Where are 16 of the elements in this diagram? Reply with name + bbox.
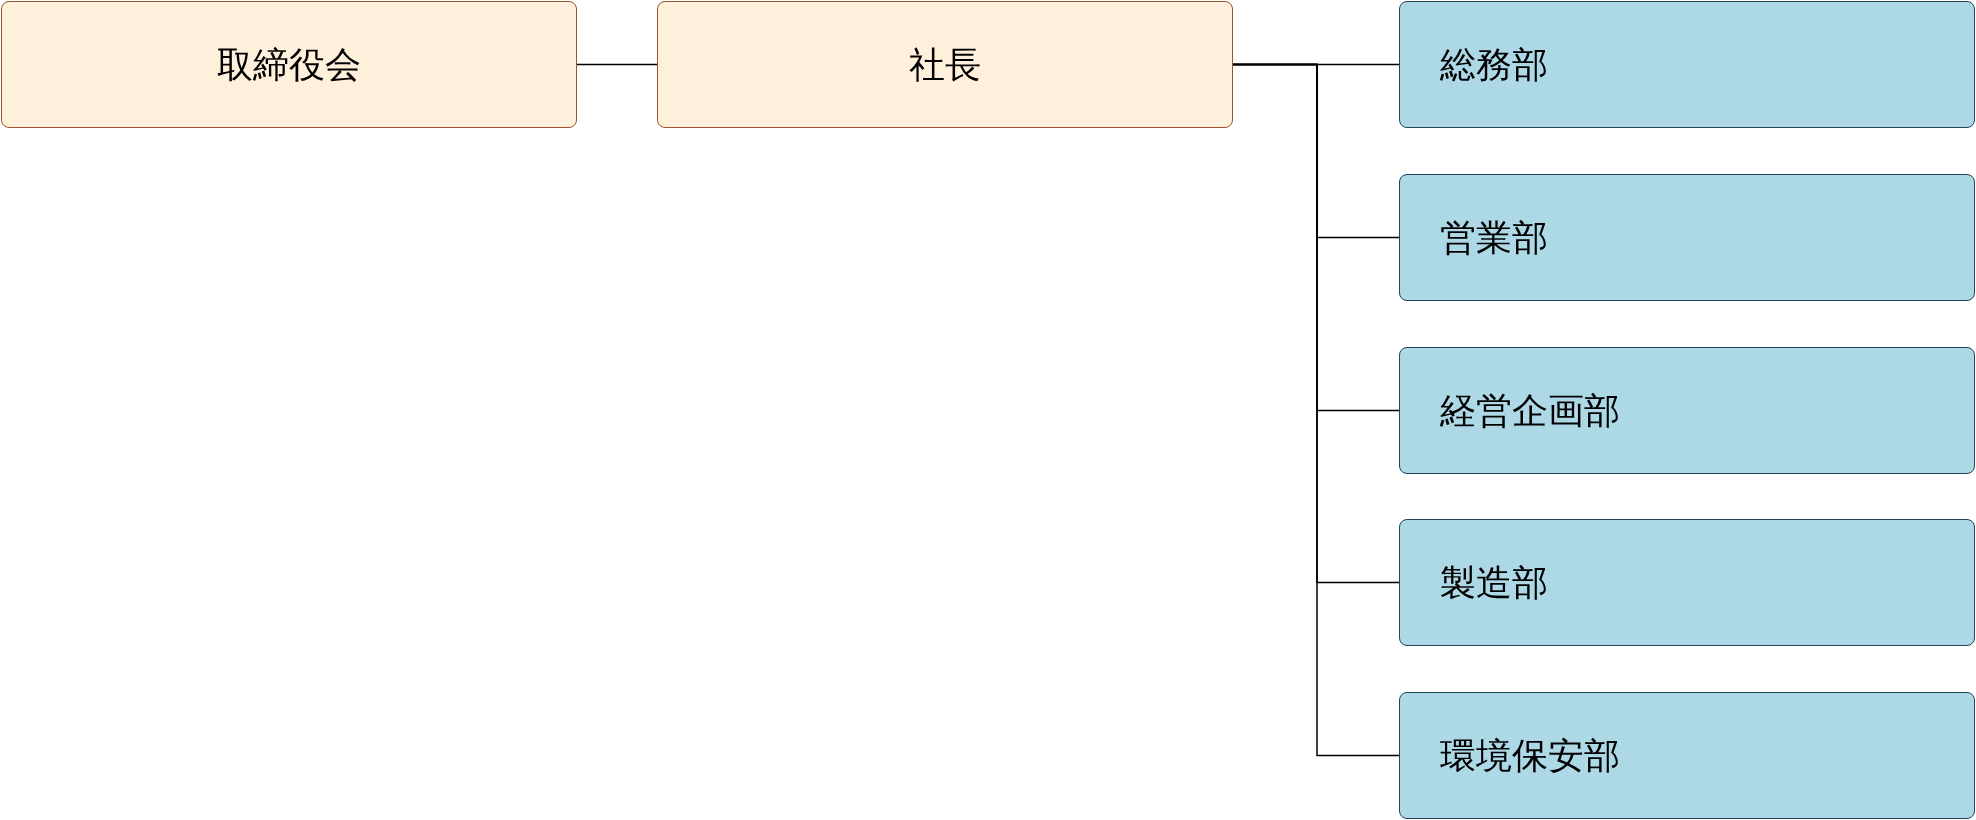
department-box: [1399, 519, 1975, 646]
executive-box: [657, 1, 1233, 128]
executive-box: [1, 1, 577, 128]
department-box: [1399, 1, 1975, 128]
box-label: 総務部: [1440, 42, 1548, 87]
department-box: [1399, 174, 1975, 301]
box-label: 経営企画部: [1440, 388, 1620, 433]
connector-line: [576, 63, 658, 66]
connector-line: [1232, 63, 1400, 757]
box-label: 社長: [909, 42, 981, 87]
department-box: [1399, 692, 1975, 819]
box-label: 営業部: [1440, 215, 1548, 260]
box-label: 環境保安部: [1440, 733, 1620, 778]
department-box: [1399, 347, 1975, 474]
box-label: 取締役会: [217, 42, 361, 87]
box-label: 製造部: [1440, 560, 1548, 605]
